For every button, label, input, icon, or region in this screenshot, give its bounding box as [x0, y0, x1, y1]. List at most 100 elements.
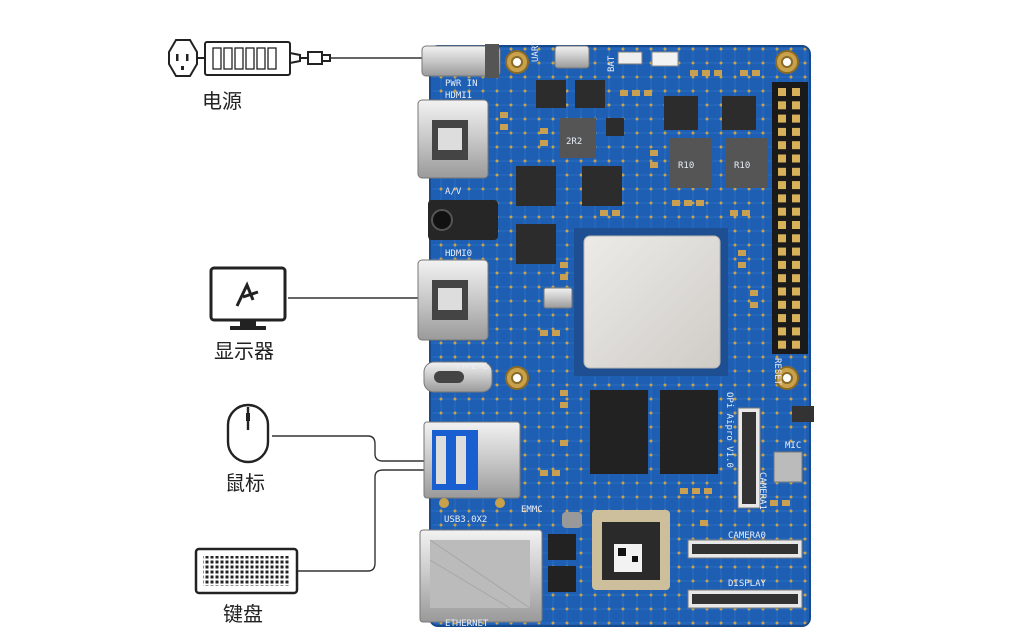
gpio-pin: [792, 101, 800, 110]
smd-component: [500, 124, 508, 130]
gpio-pin: [792, 274, 800, 283]
gpio-pin: [792, 234, 800, 243]
smd-component: [540, 330, 548, 336]
silk-inductor-1: R10: [678, 161, 694, 171]
gpio-pin: [792, 141, 800, 150]
gpio-pin: [792, 300, 800, 309]
silk-emmc: EMMC: [521, 505, 543, 515]
crystal: [543, 287, 573, 309]
smd-component: [600, 210, 608, 216]
silk-hdmi0: HDMI0: [445, 249, 472, 259]
smd-component: [560, 390, 568, 396]
monitor-label: 显示器: [214, 339, 274, 363]
smd-component: [650, 150, 658, 156]
smd-component: [540, 128, 548, 134]
smd-component: [560, 262, 568, 268]
gpio-header: [772, 82, 808, 354]
smd-component: [750, 290, 758, 296]
gpio-pin: [778, 194, 786, 203]
silk-av: A/V: [445, 187, 462, 197]
silk-model: OPi Aipro V1.0: [724, 392, 734, 468]
smd-component: [752, 70, 760, 76]
smd-component: [560, 274, 568, 280]
silk-inductor-2: R10: [734, 161, 750, 171]
gpio-pin: [778, 88, 786, 96]
smd-component: [672, 200, 680, 206]
smd-component: [632, 90, 640, 96]
keyboard-icon: [194, 547, 299, 595]
silk-display: DISPLAY: [728, 579, 767, 589]
smd-component: [690, 70, 698, 76]
smd-component: [738, 250, 746, 256]
smd-component: [738, 262, 746, 268]
smd-component: [560, 440, 568, 446]
gpio-pin: [792, 154, 800, 163]
silk-ethernet: ETHERNET: [445, 619, 489, 629]
silk-usb: USB3.0X2: [444, 515, 487, 525]
silk-mic: MIC: [785, 441, 801, 451]
silk-hdmi1: HDMI1: [445, 91, 472, 101]
power-jack: [421, 44, 501, 78]
gpio-pin: [778, 287, 786, 296]
mouse-icon: [226, 403, 270, 464]
gpio-pin: [778, 234, 786, 243]
hdmi0-port: [417, 259, 489, 341]
smd-component: [714, 70, 722, 76]
gpio-pin: [778, 207, 786, 216]
gpio-pin: [778, 141, 786, 150]
gpio-pin: [778, 340, 786, 349]
smd-component: [702, 70, 710, 76]
gpio-pin: [792, 327, 800, 336]
typec-port: [423, 361, 493, 393]
silk-pwr-in: PWR IN: [445, 79, 478, 89]
gpio-pin: [792, 260, 800, 269]
mouse-label: 鼠标: [225, 471, 265, 495]
gpio-pin: [778, 327, 786, 336]
gpio-pin: [778, 167, 786, 176]
gpio-pin: [792, 340, 800, 349]
silk-typec: TYPE-C: [455, 362, 488, 372]
gpio-pin: [792, 247, 800, 256]
gpio-pin: [778, 114, 786, 123]
keyboard-line: [298, 469, 428, 572]
usb3-port: [423, 421, 521, 508]
smd-component: [540, 470, 548, 476]
ram-chips: [590, 390, 718, 474]
smd-component: [680, 488, 688, 494]
smd-component: [552, 470, 560, 476]
reset-switch: [792, 406, 814, 422]
board: PWR IN HDMI1 A/V HDMI0 TYPE-C: [417, 40, 814, 629]
smd-component: [612, 210, 620, 216]
gpio-pin: [778, 127, 786, 136]
ethernet-port: [419, 529, 543, 623]
gpio-pin: [778, 154, 786, 163]
av-jack: [428, 200, 498, 240]
smd-component: [782, 500, 790, 506]
smd-component: [620, 90, 628, 96]
mouse-line: [272, 435, 428, 462]
silk-reset: RESET: [772, 358, 782, 386]
gpio-pin: [778, 300, 786, 309]
camera1-connector: [737, 407, 761, 509]
gpio-pin: [792, 207, 800, 216]
gpio-pin: [792, 181, 800, 190]
gpio-pin: [792, 127, 800, 136]
gpio-pin: [792, 194, 800, 203]
silk-inductor-2r2: 2R2: [566, 137, 582, 147]
camera0-connector: [687, 539, 803, 559]
small-components: [500, 70, 790, 526]
bat-connector: [617, 51, 643, 65]
hdmi1-port: [417, 99, 489, 179]
gpio-pin: [792, 114, 800, 123]
smd-component: [696, 200, 704, 206]
gpio-pin: [778, 101, 786, 110]
silk-uart: UART: [531, 40, 541, 62]
smd-component: [742, 210, 750, 216]
gpio-pin: [792, 88, 800, 96]
gpio-pin: [778, 181, 786, 190]
smd-component: [750, 302, 758, 308]
monitor-icon: [209, 266, 287, 330]
pmic-chips: [516, 80, 756, 264]
uart-connector: [554, 45, 590, 69]
